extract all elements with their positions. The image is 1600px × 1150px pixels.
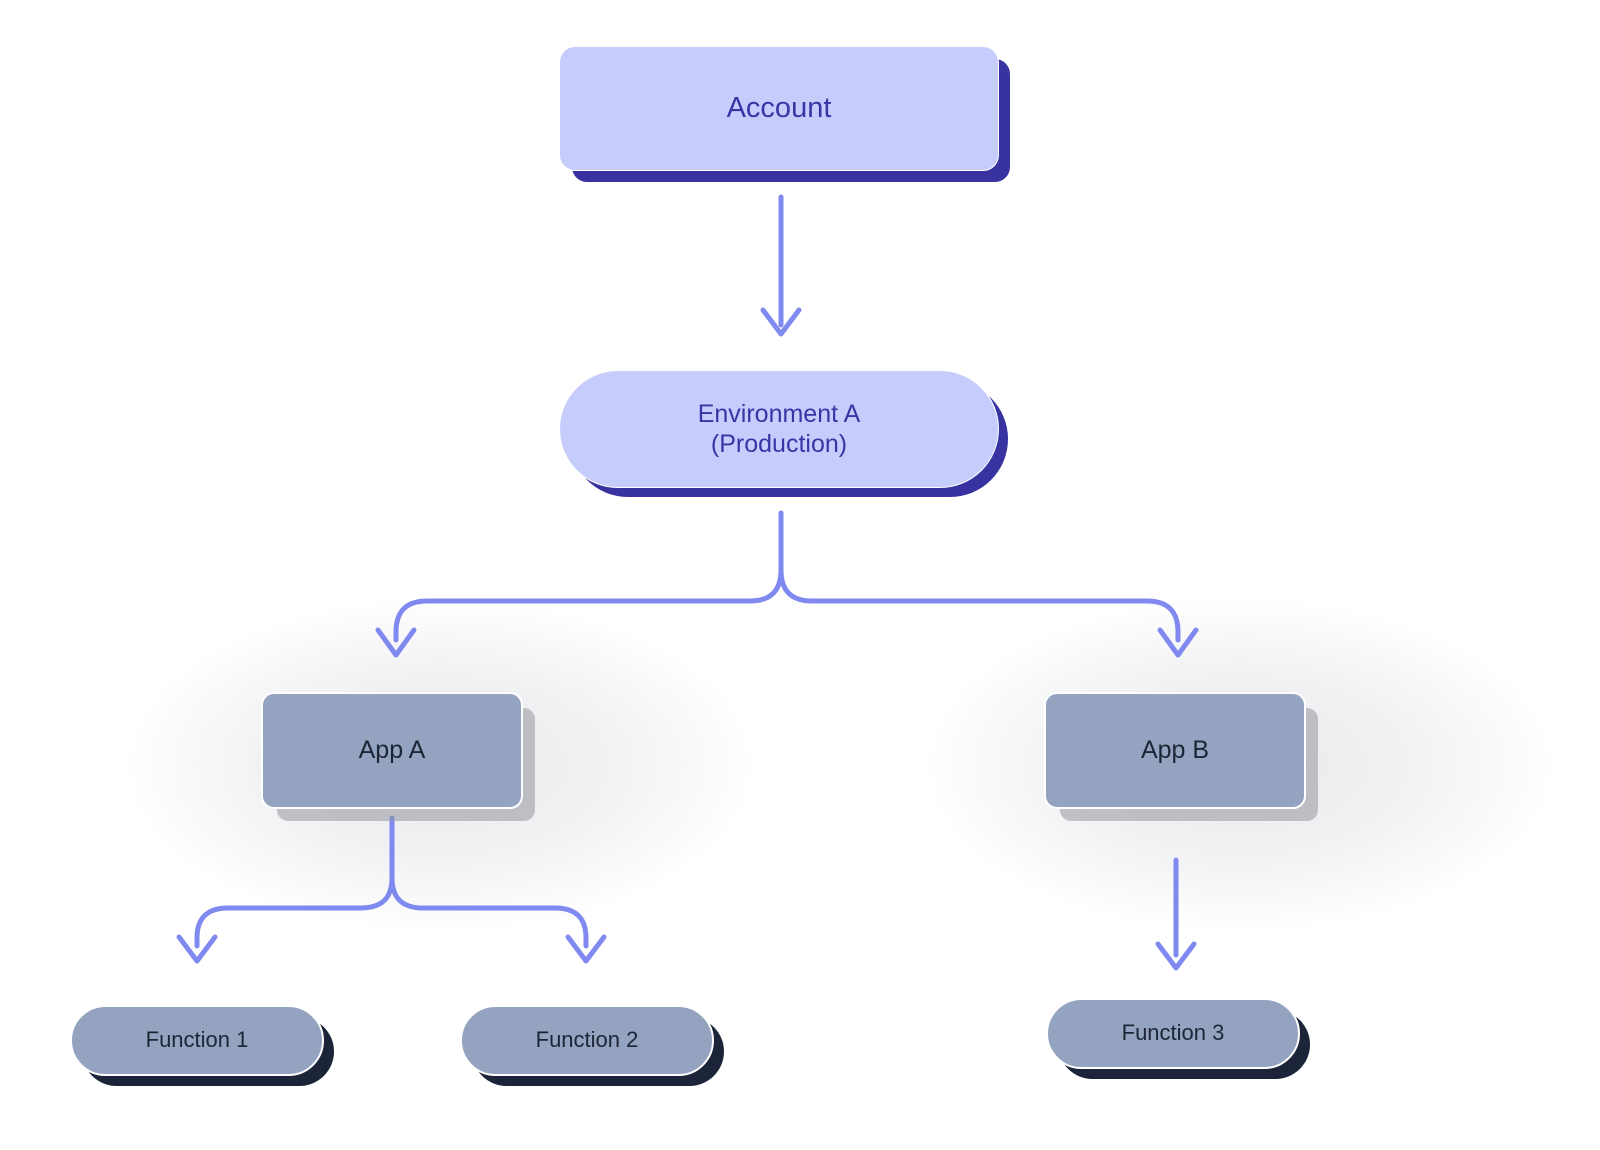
arrowhead-app-a-to-function-1 [176, 934, 218, 964]
arrowhead-app-b-to-function-3 [1155, 941, 1197, 971]
arrowhead-account-to-environment-a [760, 307, 802, 337]
node-app-a[interactable]: App A [261, 692, 523, 809]
edge-app-a-to-function-1 [194, 815, 395, 949]
node-app-b[interactable]: App B [1044, 692, 1306, 809]
arrowhead-environment-a-to-app-b [1157, 627, 1199, 658]
arrowhead-app-a-to-function-2 [565, 934, 607, 964]
node-function-3[interactable]: Function 3 [1046, 998, 1300, 1069]
node-function-1[interactable]: Function 1 [70, 1005, 324, 1076]
arrowhead-environment-a-to-app-a [375, 627, 417, 658]
node-environment-a[interactable]: Environment A (Production) [559, 370, 999, 488]
edge-environment-a-to-app-b [778, 510, 1181, 643]
node-function-2[interactable]: Function 2 [460, 1005, 714, 1076]
edge-app-a-to-function-2 [389, 815, 589, 949]
edge-environment-a-to-app-a [393, 510, 784, 643]
node-account[interactable]: Account [559, 46, 999, 171]
